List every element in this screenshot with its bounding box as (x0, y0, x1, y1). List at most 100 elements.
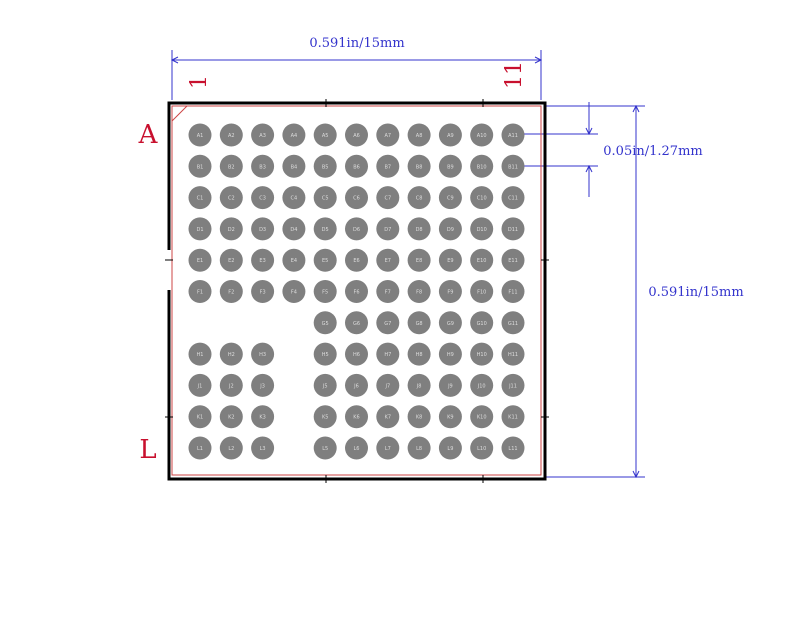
ball-D1 (188, 217, 212, 241)
ball-label-A2: A2 (228, 133, 235, 139)
ball-label-K7: K7 (385, 415, 391, 421)
ball-label-H2: H2 (228, 352, 235, 358)
ball-B9 (438, 154, 462, 178)
ball-F10 (470, 280, 494, 303)
ball-label-G6: G6 (353, 321, 360, 327)
ball-label-L8: L8 (416, 446, 422, 452)
ball-label-A1: A1 (197, 133, 204, 139)
ball-label-A3: A3 (259, 133, 266, 139)
ball-E9 (438, 248, 462, 272)
ball-G6 (345, 311, 368, 335)
ball-label-L1: L1 (197, 446, 203, 452)
ball-K7 (376, 405, 400, 429)
ball-B8 (407, 154, 431, 178)
ball-label-J5: J5 (322, 383, 328, 389)
ball-label-J11: J11 (508, 383, 517, 389)
ball-label-H7: H7 (384, 352, 391, 358)
ball-L1 (188, 436, 212, 460)
ball-B4 (282, 154, 306, 178)
ball-label-C7: C7 (384, 196, 391, 202)
ball-A4 (282, 123, 306, 147)
ball-L5 (313, 436, 337, 460)
ball-label-G5: G5 (322, 321, 329, 327)
ball-label-E8: E8 (416, 258, 422, 264)
ball-L6 (345, 436, 368, 460)
ball-H5 (313, 342, 337, 366)
ball-L10 (470, 436, 494, 460)
ball-label-F3: F3 (260, 290, 266, 296)
ball-label-D9: D9 (447, 227, 454, 233)
ball-label-K2: K2 (228, 415, 234, 421)
ball-label-K6: K6 (353, 415, 359, 421)
ball-label-F5: F5 (322, 290, 328, 296)
ball-D10 (470, 217, 494, 241)
ball-label-A6: A6 (353, 133, 360, 139)
ball-label-F9: F9 (447, 290, 453, 296)
ball-K9 (438, 405, 462, 429)
ball-F8 (407, 280, 431, 303)
ball-H6 (345, 342, 368, 366)
ball-E5 (313, 248, 337, 272)
ball-label-B5: B5 (322, 164, 329, 170)
ball-H8 (407, 342, 431, 366)
height-dimension (545, 104, 645, 479)
ball-label-B4: B4 (291, 164, 298, 170)
ball-label-K5: K5 (322, 415, 328, 421)
ball-K8 (407, 405, 431, 429)
ball-B10 (470, 154, 494, 178)
ball-label-D3: D3 (259, 227, 266, 233)
ball-label-F11: F11 (508, 290, 517, 296)
ball-label-H8: H8 (416, 352, 423, 358)
ball-label-H1: H1 (197, 352, 204, 358)
ball-label-D1: D1 (196, 227, 203, 233)
ball-label-B3: B3 (259, 164, 266, 170)
ball-J9 (438, 373, 462, 397)
ball-G8 (407, 311, 431, 335)
ball-A10 (470, 123, 494, 147)
ball-A11 (501, 123, 525, 147)
ball-label-B7: B7 (384, 164, 391, 170)
ball-label-D6: D6 (353, 227, 360, 233)
ball-C7 (376, 186, 400, 210)
ball-E4 (282, 248, 306, 272)
ball-label-H10: H10 (477, 352, 487, 358)
courtyard-outline (171, 105, 542, 476)
ball-label-K9: K9 (447, 415, 453, 421)
ball-K3 (251, 405, 275, 429)
ball-J7 (376, 373, 400, 397)
ball-label-D7: D7 (384, 227, 391, 233)
ball-J8 (407, 373, 431, 397)
ball-C10 (470, 186, 494, 210)
ball-D11 (501, 217, 525, 241)
ball-label-E1: E1 (197, 258, 203, 264)
ball-J11 (501, 373, 525, 397)
ball-E8 (407, 248, 431, 272)
ball-label-D5: D5 (322, 227, 329, 233)
ball-label-F10: F10 (477, 290, 486, 296)
ball-D6 (345, 217, 368, 241)
ball-E2 (219, 248, 243, 272)
ball-K1 (188, 405, 212, 429)
ball-label-C11: C11 (508, 196, 518, 202)
ball-A3 (251, 123, 275, 147)
ball-label-H9: H9 (447, 352, 454, 358)
ball-label-H3: H3 (259, 352, 266, 358)
ball-label-E9: E9 (447, 258, 453, 264)
row-label-first: A (138, 120, 159, 150)
ball-label-C9: C9 (447, 196, 454, 202)
ball-label-D10: D10 (477, 227, 487, 233)
ball-label-A5: A5 (322, 133, 329, 139)
ball-J3 (251, 373, 275, 397)
ball-C9 (438, 186, 462, 210)
ball-D9 (438, 217, 462, 241)
ball-label-A4: A4 (291, 133, 298, 139)
column-label-first: 1 (187, 75, 212, 89)
ball-label-J7: J7 (384, 383, 390, 389)
ball-A9 (438, 123, 462, 147)
ball-C6 (345, 186, 368, 210)
ball-B6 (345, 154, 368, 178)
ball-label-H6: H6 (353, 352, 360, 358)
ball-label-G8: G8 (416, 321, 423, 327)
ball-label-C10: C10 (477, 196, 487, 202)
